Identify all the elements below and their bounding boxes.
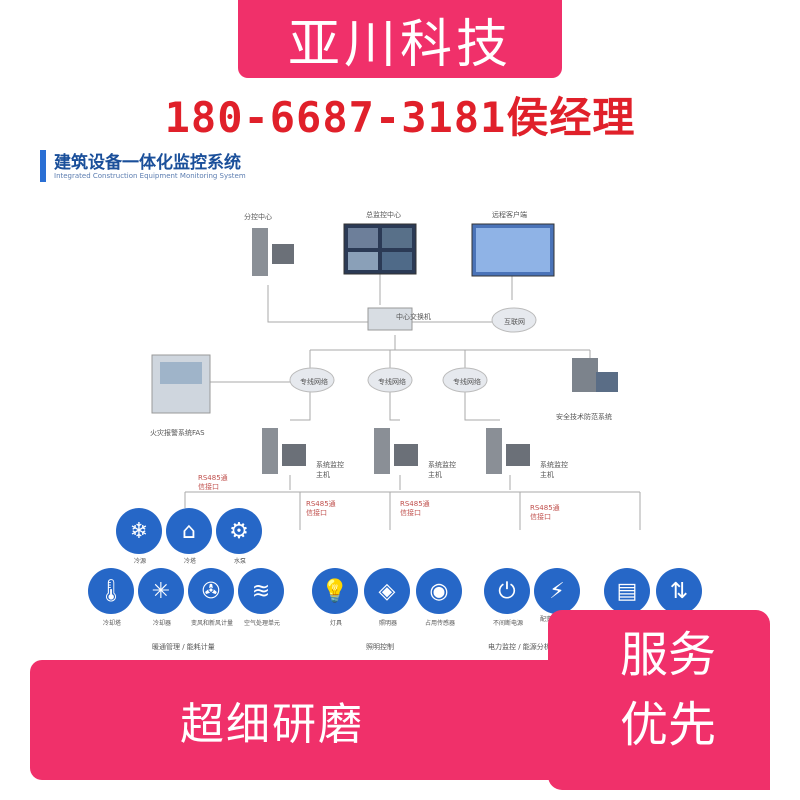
cooling-tower-icon: ⌂: [166, 508, 212, 554]
meter-icon: ▤: [604, 568, 650, 614]
label-private-net: 专线网络: [300, 378, 328, 386]
group-label-lighting: 照明控制: [366, 643, 394, 651]
server-tower: [252, 228, 268, 276]
host-tower: [374, 428, 390, 474]
air-handling-icon: ≋: [238, 568, 284, 614]
icon-label: 变风和新风计量: [190, 620, 233, 627]
label-private-net: 专线网络: [378, 378, 406, 386]
contact-line: 180-6687-3181侯经理: [0, 84, 800, 145]
light-bulb-icon: 💡: [312, 568, 358, 614]
label-rs485: RS485通信接口: [306, 500, 336, 517]
pump-icon: ⚙: [216, 508, 262, 554]
diagram-subtitle: Integrated Construction Equipment Monito…: [54, 172, 246, 180]
title-accent-bar: [40, 150, 46, 182]
label-host: 系统监控主机: [316, 461, 344, 479]
fan-icon: ✇: [188, 568, 234, 614]
label-rs485: RS485通信接口: [400, 500, 430, 517]
icon-label: 冷却器: [152, 620, 171, 627]
label-main-control: 总监控中心: [366, 211, 401, 219]
icon-label: 不间断电源: [492, 620, 523, 627]
private-network-cloud: [289, 367, 335, 393]
label-security: 安全技术防范系统: [556, 413, 612, 421]
host-tower: [262, 428, 278, 474]
right-slogan: 服务 优先: [588, 620, 748, 760]
label-private-net: 专线网络: [453, 378, 481, 386]
group-label-power: 电力监控 / 能源分析: [488, 643, 551, 651]
label-remote-client: 远程客户端: [492, 211, 527, 219]
private-network-cloud: [442, 367, 488, 393]
power-icon: ⏻: [484, 568, 530, 614]
internet-cloud: [491, 307, 537, 333]
icon-label: 照明器: [378, 620, 397, 627]
thermometer-icon: 🌡: [88, 568, 134, 614]
icon-label: 水泵: [233, 558, 246, 565]
occupancy-sensor-icon: ◉: [416, 568, 462, 614]
label-sub-control: 分控中心: [244, 213, 272, 221]
bottom-slogan: 超细研磨: [180, 699, 364, 750]
elevator-icon: ⇅: [656, 568, 702, 614]
substation-icon: ⚡: [534, 568, 580, 614]
right-slogan-line: 优先: [619, 697, 716, 753]
right-banner: [548, 610, 770, 790]
icon-label: 空气处理单元: [243, 620, 280, 627]
right-slogan-line: 服务: [619, 627, 716, 683]
label-host: 系统监控主机: [540, 461, 568, 479]
label-fire-alarm: 火灾报警系统FAS: [150, 429, 205, 437]
diagram-title: 建筑设备一体化监控系统: [54, 153, 241, 173]
private-network-cloud: [367, 367, 413, 393]
icon-label: 占用传感器: [424, 620, 455, 627]
label-rs485: RS485通信接口: [198, 474, 228, 491]
security-server: [572, 358, 598, 392]
brand-name: 亚川科技: [287, 14, 512, 75]
icon-label: 冷塔: [183, 558, 196, 565]
contact-name: 侯经理: [506, 93, 636, 142]
label-internet: 互联网: [504, 318, 525, 326]
network-diagram: [151, 223, 641, 530]
icon-label: 灯具: [329, 620, 342, 627]
icon-label: 冷却塔: [102, 620, 121, 627]
snowflake-icon: ✳: [138, 568, 184, 614]
group-label-hvac: 暖通管理 / 能耗计量: [152, 643, 215, 651]
brand-banner: 亚川科技: [238, 0, 562, 78]
chiller-icon: ❄: [116, 508, 162, 554]
label-rs485: RS485通信接口: [530, 504, 560, 521]
lighting-fixture-icon: ◈: [364, 568, 410, 614]
monitor: [272, 244, 294, 264]
label-switch: 中心交换机: [396, 313, 431, 321]
host-tower: [486, 428, 502, 474]
central-switch: [367, 307, 413, 331]
icon-label: 冷源: [133, 558, 146, 565]
phone-number: 180-6687-3181: [164, 93, 507, 142]
label-host: 系统监控主机: [428, 461, 456, 479]
